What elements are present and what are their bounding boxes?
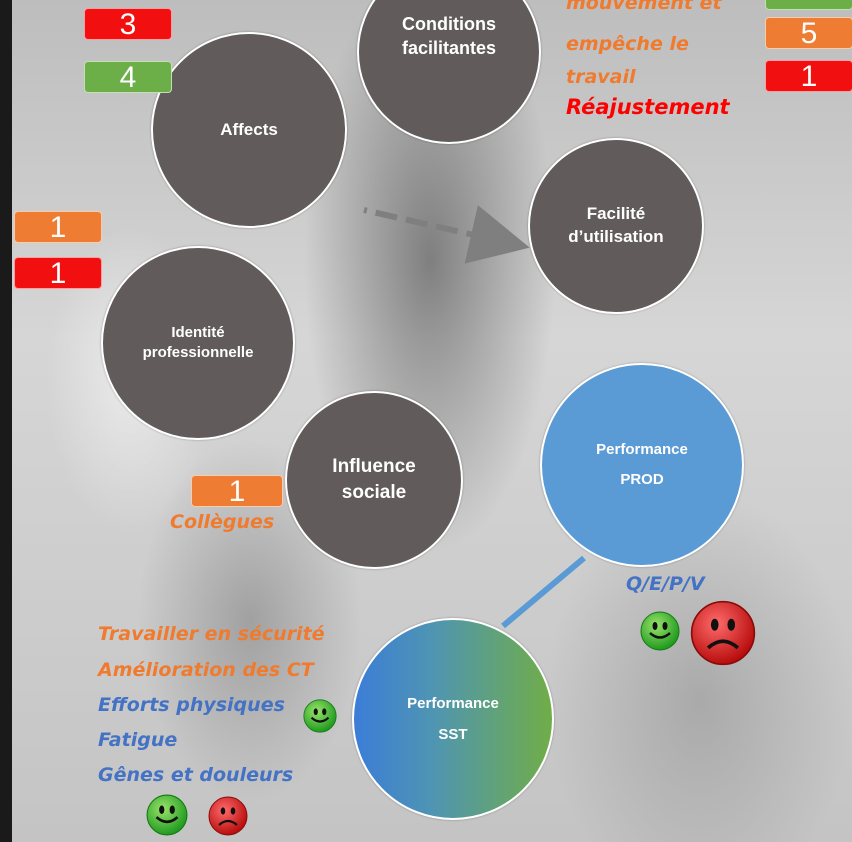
reajustement-label: Réajustement: [566, 95, 730, 119]
circle-label: Performance SST: [407, 694, 499, 744]
badge-affects-red: 3: [84, 8, 172, 40]
left-dark-band: [0, 0, 12, 842]
circle-label: Performance PROD: [596, 441, 688, 488]
badge-identite-orange: 1: [14, 211, 102, 243]
green-smiley-icon: [640, 611, 680, 651]
circle-label: Facilité d’utilisation: [568, 204, 664, 246]
note-line: empêche le: [566, 33, 689, 55]
badge-affects-green: 4: [84, 61, 172, 93]
badge-right-orange: 5: [765, 17, 852, 49]
circle-label: Identité professionnelle: [142, 323, 254, 361]
dashed-arrow-icon: [363, 205, 530, 264]
circle-performance-prod: Performance PROD: [540, 363, 744, 567]
sst-item: Travailler en sécurité: [98, 623, 325, 645]
red-sad-face-icon: [208, 796, 248, 836]
qepv-label: Q/E/P/V: [626, 573, 705, 595]
green-smiley-icon: [146, 794, 188, 836]
collegues-label: Collègues: [170, 511, 275, 533]
badge-right-top-partial: [765, 0, 852, 10]
badge-influence-orange: 1: [191, 475, 283, 507]
circle-label: Influence sociale: [332, 456, 416, 503]
circle-facilite-utilisation: Facilité d’utilisation: [528, 138, 704, 314]
circle-influence-sociale: Influence sociale: [285, 391, 463, 569]
sst-item: Fatigue: [98, 729, 178, 751]
circle-performance-sst: Performance SST: [352, 618, 554, 820]
note-line: mouvement et: [566, 0, 722, 14]
sst-item: Efforts physiques: [98, 694, 285, 716]
sst-item: Gênes et douleurs: [98, 764, 294, 786]
circle-label: Conditions facilitantes: [401, 14, 497, 59]
green-smiley-icon: [303, 699, 337, 733]
sst-item: Amélioration des CT: [98, 659, 314, 681]
circle-identite-professionnelle: Identité professionnelle: [101, 246, 295, 440]
circle-label: Affects: [220, 119, 278, 139]
circle-affects: Affects: [151, 32, 347, 228]
red-sad-face-icon: [690, 600, 756, 666]
prod-sst-link-line: [501, 555, 586, 629]
badge-identite-red: 1: [14, 257, 102, 289]
note-line: travail: [566, 66, 636, 88]
badge-right-red: 1: [765, 60, 852, 92]
